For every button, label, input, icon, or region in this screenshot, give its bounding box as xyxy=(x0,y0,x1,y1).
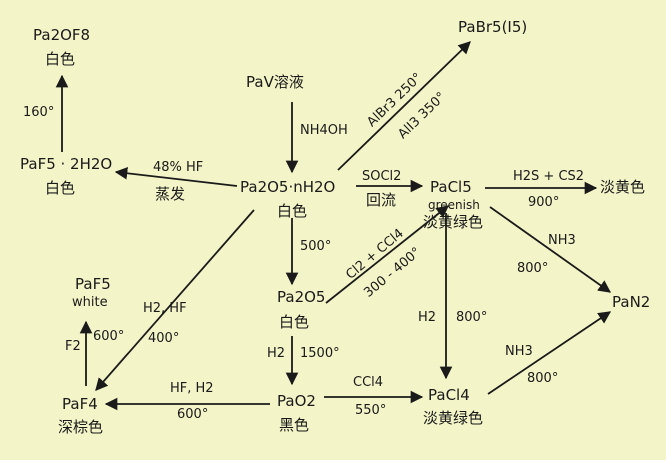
cond-h2-hf: H2, HF xyxy=(143,301,187,316)
node-pao2-color: 黑色 xyxy=(279,416,310,434)
node-pale-yellow-product: 淡黄色 xyxy=(600,178,646,196)
node-pacl4-color: 淡黄绿色 xyxy=(423,409,484,427)
cond-h2-lower: H2 xyxy=(267,346,286,361)
node-pa2o5-color: 白色 xyxy=(279,313,310,331)
node-pa2o5-nh2o: Pa2O5·nH2O xyxy=(240,178,336,196)
node-pabr5: PaBr5(I5) xyxy=(458,18,528,36)
cond-f2: F2 xyxy=(65,339,81,354)
cond-500: 500° xyxy=(300,239,332,254)
cond-hf-h2: HF, H2 xyxy=(170,381,214,396)
cond-nh4oh: NH4OH xyxy=(300,123,348,138)
node-pan2: PaN2 xyxy=(612,293,651,311)
node-pacl4: PaCl4 xyxy=(428,386,470,404)
cond-400: 400° xyxy=(148,331,180,346)
cond-reflux: 回流 xyxy=(366,191,397,209)
cond-ccl4: CCl4 xyxy=(353,375,384,390)
node-paf4: PaF4 xyxy=(62,395,98,413)
node-pa2of8: Pa2OF8 xyxy=(33,26,91,44)
cond-socl2: SOCl2 xyxy=(362,169,402,184)
cond-800-upper: 800° xyxy=(517,261,549,276)
node-paf5-2h2o: PaF5 · 2H2O xyxy=(20,155,113,173)
node-pacl5: PaCl5 xyxy=(430,178,472,196)
node-pao2: PaO2 xyxy=(277,392,316,410)
arrow-pacl5-to-pan2 xyxy=(489,206,612,293)
cond-nh3-lower: NH3 xyxy=(505,344,533,359)
cond-160: 160° xyxy=(23,105,55,120)
node-pacl5-color: 淡黄绿色 xyxy=(423,213,484,231)
cond-h2s-cs2: H2S + CS2 xyxy=(513,169,585,184)
cond-800-lower: 800° xyxy=(527,371,559,386)
node-paf4-color: 深棕色 xyxy=(58,418,104,436)
cond-600-left: 600° xyxy=(93,329,125,344)
cond-nh3-upper: NH3 xyxy=(548,233,576,248)
cond-1500: 1500° xyxy=(300,346,340,361)
node-pav-solution: PaV溶液 xyxy=(246,73,304,91)
arrow-pa2o5nh2o-to-pabr5 xyxy=(337,41,471,171)
cond-h2-mid: H2 xyxy=(418,310,437,325)
cond-550: 550° xyxy=(355,403,387,418)
cond-800-mid: 800° xyxy=(456,310,488,325)
cond-evaporate: 蒸发 xyxy=(155,185,186,203)
node-pacl5-greenish: greenish xyxy=(428,198,480,212)
cond-48hf: 48% HF xyxy=(153,160,204,175)
arrow-pa2o5nh2o-to-paf4 xyxy=(95,209,255,391)
cond-900: 900° xyxy=(528,195,560,210)
arrow-pa2o5nh2o-to-paf5h2o xyxy=(114,167,238,187)
arrow-pacl4-to-pan2 xyxy=(487,311,612,395)
node-paf5: PaF5 xyxy=(75,275,111,293)
node-pa2o5-nh2o-color: 白色 xyxy=(277,202,308,220)
cond-600-bottom: 600° xyxy=(177,407,209,422)
node-pa2of8-color: 白色 xyxy=(45,50,76,68)
node-pa2o5: Pa2O5 xyxy=(277,288,326,306)
node-paf5-2h2o-color: 白色 xyxy=(45,179,76,197)
node-paf5-white: white xyxy=(72,295,108,310)
arrow-pa2o5-to-pacl5 xyxy=(325,205,449,304)
